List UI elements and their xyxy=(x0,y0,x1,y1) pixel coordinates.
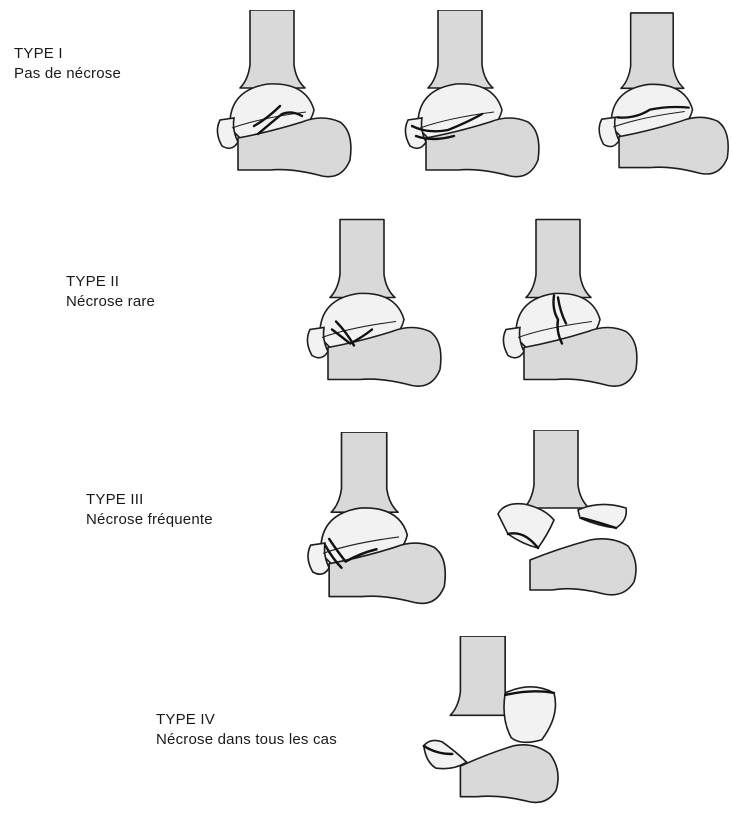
type-1-label: TYPE I Pas de nécrose xyxy=(14,44,121,84)
type-1-figure-c xyxy=(592,10,732,185)
type-4-subtitle: Nécrose dans tous les cas xyxy=(156,730,337,750)
type-2-figure-b xyxy=(496,212,646,402)
type-3-figure-b xyxy=(494,430,644,605)
type-1-figure-a xyxy=(210,10,360,185)
type-3-figure-a xyxy=(300,432,455,612)
type-1-subtitle: Pas de nécrose xyxy=(14,64,121,84)
type-2-title: TYPE II xyxy=(66,272,155,292)
type-3-subtitle: Nécrose fréquente xyxy=(86,510,213,530)
type-1-title: TYPE I xyxy=(14,44,121,64)
type-2-subtitle: Nécrose rare xyxy=(66,292,155,312)
type-4-figure xyxy=(412,636,580,814)
type-2-figure-a xyxy=(300,212,450,402)
type-4-title: TYPE IV xyxy=(156,710,337,730)
type-3-title: TYPE III xyxy=(86,490,213,510)
type-1-figure-b xyxy=(398,10,548,185)
type-3-label: TYPE III Nécrose fréquente xyxy=(86,490,213,530)
type-4-label: TYPE IV Nécrose dans tous les cas xyxy=(156,710,337,750)
type-2-label: TYPE II Nécrose rare xyxy=(66,272,155,312)
